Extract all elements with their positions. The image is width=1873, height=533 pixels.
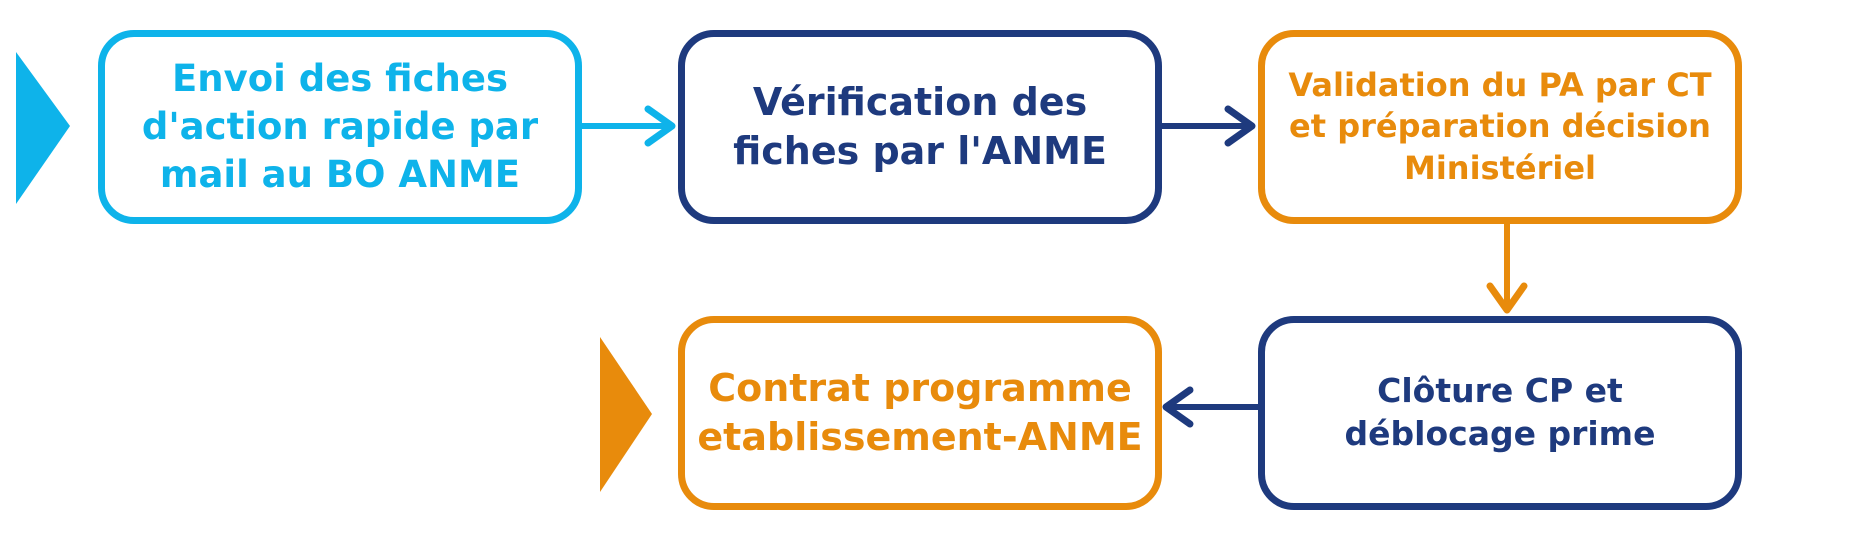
arrowhead-step-4-to-5 (1162, 386, 1194, 428)
step-label-4: Clôture CP et déblocage prime (1344, 371, 1656, 453)
start-marker-step-1 (16, 52, 70, 204)
step-box-4: Clôture CP et déblocage prime (1258, 316, 1742, 510)
step-box-2: Vérification des fiches par l'ANME (678, 30, 1162, 224)
arrowhead-step-3-to-4 (1486, 282, 1528, 314)
step-label-3: Validation du PA par CT et préparation d… (1288, 65, 1712, 187)
step-box-3: Validation du PA par CT et préparation d… (1258, 30, 1742, 224)
arrowhead-step-2-to-3 (1224, 105, 1256, 147)
step-label-5: Contrat programme etablissement-ANME (697, 365, 1143, 459)
step-label-2: Vérification des fiches par l'ANME (733, 79, 1107, 173)
step-box-5: Contrat programme etablissement-ANME (678, 316, 1162, 510)
step-box-1: Envoi des fiches d'action rapide par mai… (98, 30, 582, 224)
step-label-1: Envoi des fiches d'action rapide par mai… (141, 56, 539, 197)
start-marker-step-5 (600, 337, 652, 492)
arrowhead-step-1-to-2 (644, 105, 676, 147)
